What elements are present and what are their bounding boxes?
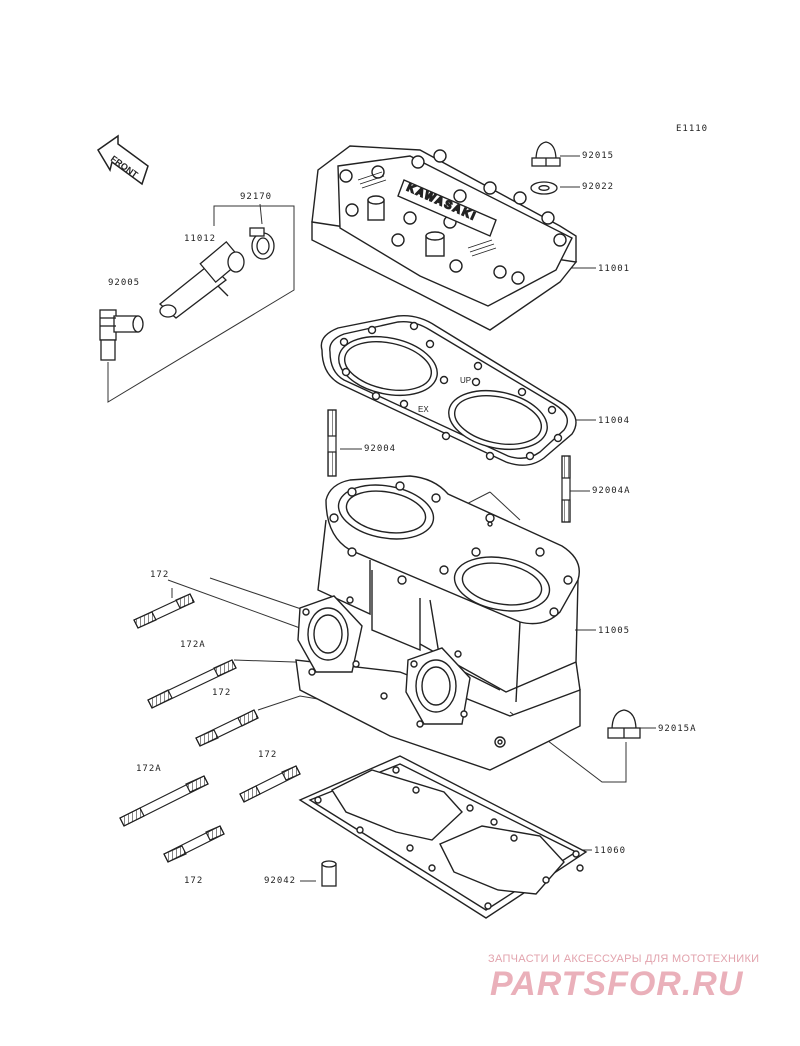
hose-clamp-92170 <box>249 227 275 260</box>
fitting-11012 <box>158 240 245 319</box>
part-label-92042: 92042 <box>264 876 297 886</box>
elbow-fitting-92005 <box>99 309 144 361</box>
part-label-11012: 11012 <box>184 234 217 244</box>
cap-nut-92015a <box>607 709 641 739</box>
cap-nut-92015 <box>531 141 561 167</box>
part-label-172-1: 172 <box>150 570 170 580</box>
diagram-id-label: E1110 <box>676 124 709 134</box>
front-direction-arrow-icon: FRONT <box>96 134 149 186</box>
part-label-92022: 92022 <box>582 182 615 192</box>
part-label-11005: 11005 <box>598 626 631 636</box>
stud-172-c <box>239 765 301 803</box>
part-label-172-4: 172 <box>184 876 204 886</box>
stud-92004 <box>327 409 337 477</box>
washer-92022 <box>530 181 558 195</box>
part-label-172a-2: 172A <box>136 764 162 774</box>
watermark-tagline: ЗАПЧАСТИ И АКСЕССУАРЫ ДЛЯ МОТОТЕХНИКИ <box>488 953 760 965</box>
stud-172-b <box>195 709 259 747</box>
stud-172-d <box>163 825 225 863</box>
stud-172a-b <box>119 775 209 827</box>
base-gasket-11060 <box>298 755 588 919</box>
stud-92004a <box>561 455 571 523</box>
head-gasket-11004: UP EX <box>320 315 577 466</box>
gasket-mark-ex: EX <box>418 405 429 414</box>
part-label-172-2: 172 <box>212 688 232 698</box>
stud-172a-a <box>147 659 237 709</box>
part-label-92015: 92015 <box>582 151 615 161</box>
part-label-172-3: 172 <box>258 750 278 760</box>
part-label-92004a: 92004A <box>592 486 631 496</box>
part-label-92170: 92170 <box>240 192 273 202</box>
part-label-92004: 92004 <box>364 444 397 454</box>
part-label-11001: 11001 <box>598 264 631 274</box>
part-label-11060: 11060 <box>594 846 627 856</box>
dowel-pin-92042 <box>321 860 337 887</box>
part-label-92015a: 92015A <box>658 724 697 734</box>
gasket-mark-up: UP <box>460 376 471 385</box>
stud-172-a <box>133 593 195 629</box>
cylinder-head-11001: KAWASAKI <box>311 145 578 331</box>
cylinder-block-11005 <box>295 475 581 771</box>
part-label-92005: 92005 <box>108 278 141 288</box>
part-label-172a-1: 172A <box>180 640 206 650</box>
watermark-logo: PARTSFOR.RU <box>490 965 744 1003</box>
part-label-11004: 11004 <box>598 416 631 426</box>
